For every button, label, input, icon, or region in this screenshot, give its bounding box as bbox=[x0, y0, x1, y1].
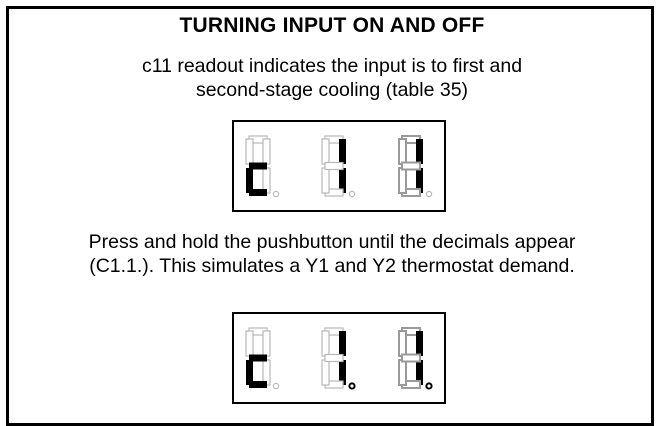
intro-text-line-1: c11 readout indicates the input is to fi… bbox=[0, 54, 664, 78]
digit-2-segment-f bbox=[322, 331, 329, 356]
digit-2-segment-f bbox=[322, 139, 329, 164]
display-readout-after bbox=[232, 312, 446, 404]
digit-1-segment-f bbox=[246, 139, 253, 164]
display-readout-before bbox=[232, 120, 446, 212]
readout-before-svg bbox=[234, 122, 444, 210]
digit-3-segment-f bbox=[399, 331, 406, 356]
diagram-title: TURNING INPUT ON AND OFF bbox=[0, 14, 664, 38]
instruction-text-line-1: Press and hold the pushbutton until the … bbox=[0, 230, 664, 254]
digit-3-segment-f bbox=[399, 139, 406, 164]
digit-1-segment-g bbox=[249, 163, 267, 170]
digit-1-segment-e bbox=[246, 360, 253, 385]
digit-2-segment-e bbox=[322, 360, 329, 385]
digit-3-segment-b bbox=[416, 139, 423, 164]
digit-1-segment-g bbox=[249, 355, 267, 362]
digit-1-segment-b bbox=[263, 331, 270, 356]
digit-3-segment-e bbox=[399, 360, 406, 385]
digit-3-decimal-point bbox=[426, 383, 431, 388]
digit-2-segment-g bbox=[325, 163, 343, 170]
digit-1-segment-f bbox=[246, 331, 253, 356]
digit-2-decimal-point bbox=[349, 191, 354, 196]
digit-2-segment-b bbox=[339, 139, 346, 164]
intro-text-line-2: second-stage cooling (table 35) bbox=[0, 78, 664, 102]
digit-1-segment-e bbox=[246, 168, 253, 193]
digit-3-decimal-point bbox=[426, 191, 431, 196]
digit-1-decimal-point bbox=[273, 191, 278, 196]
digit-1-segment-b bbox=[263, 139, 270, 164]
digit-2-segment-e bbox=[322, 168, 329, 193]
digit-3-segment-g bbox=[402, 163, 420, 170]
digit-2-decimal-point bbox=[349, 383, 354, 388]
instruction-text-line-2: (C1.1.). This simulates a Y1 and Y2 ther… bbox=[0, 254, 664, 278]
digit-3-segment-g bbox=[402, 355, 420, 362]
readout-after-svg bbox=[234, 314, 444, 402]
digit-2-segment-g bbox=[325, 355, 343, 362]
digit-3-segment-b bbox=[416, 331, 423, 356]
digit-1-decimal-point bbox=[273, 383, 278, 388]
digit-2-segment-b bbox=[339, 331, 346, 356]
digit-3-segment-e bbox=[399, 168, 406, 193]
